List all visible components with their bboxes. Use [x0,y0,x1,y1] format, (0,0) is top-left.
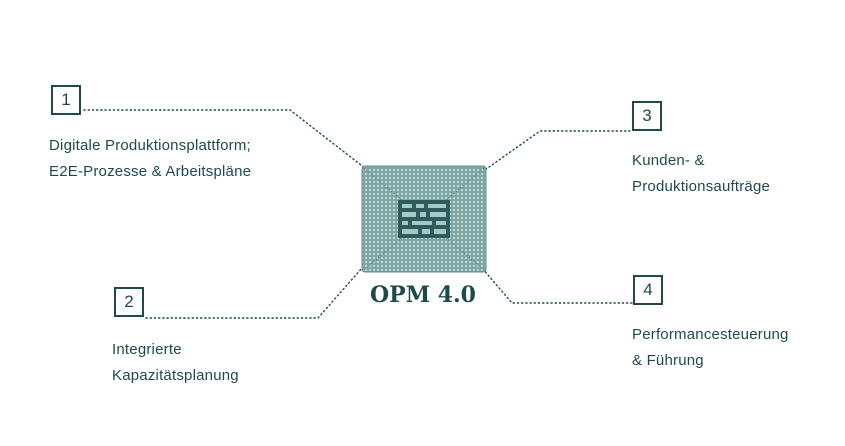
item-4-line-1: Performancesteuerung [632,326,789,343]
item-1-number: 1 [51,85,81,115]
connector-4 [481,267,633,304]
item-1-label: Digitale Produktionsplattform; E2E-Proze… [49,133,251,185]
item-3-line-1: Kunden- & [632,152,705,169]
item-2-line-1: Integrierte [112,341,182,358]
item-4-label: Performancesteuerung & Führung [632,322,789,374]
cpu-chip-icon [361,165,487,273]
connector-1 [83,109,371,173]
item-4-line-2: & Führung [632,352,704,369]
item-4-number: 4 [633,275,663,305]
item-3-number: 3 [632,101,662,131]
diagram-title: OPM 4.0 [370,282,476,308]
item-2-label: Integrierte Kapazitätsplanung [112,337,239,389]
item-3-label: Kunden- & Produktionsaufträge [632,148,770,200]
item-1-line-1: Digitale Produktionsplattform; [49,137,251,154]
item-1-line-2: E2E-Prozesse & Arbeitspläne [49,163,252,180]
item-3-line-2: Produktionsaufträge [632,178,771,195]
item-2-number: 2 [114,287,144,317]
connector-2 [145,267,363,319]
connector-3 [481,130,631,173]
item-2-line-2: Kapazitätsplanung [112,367,239,384]
